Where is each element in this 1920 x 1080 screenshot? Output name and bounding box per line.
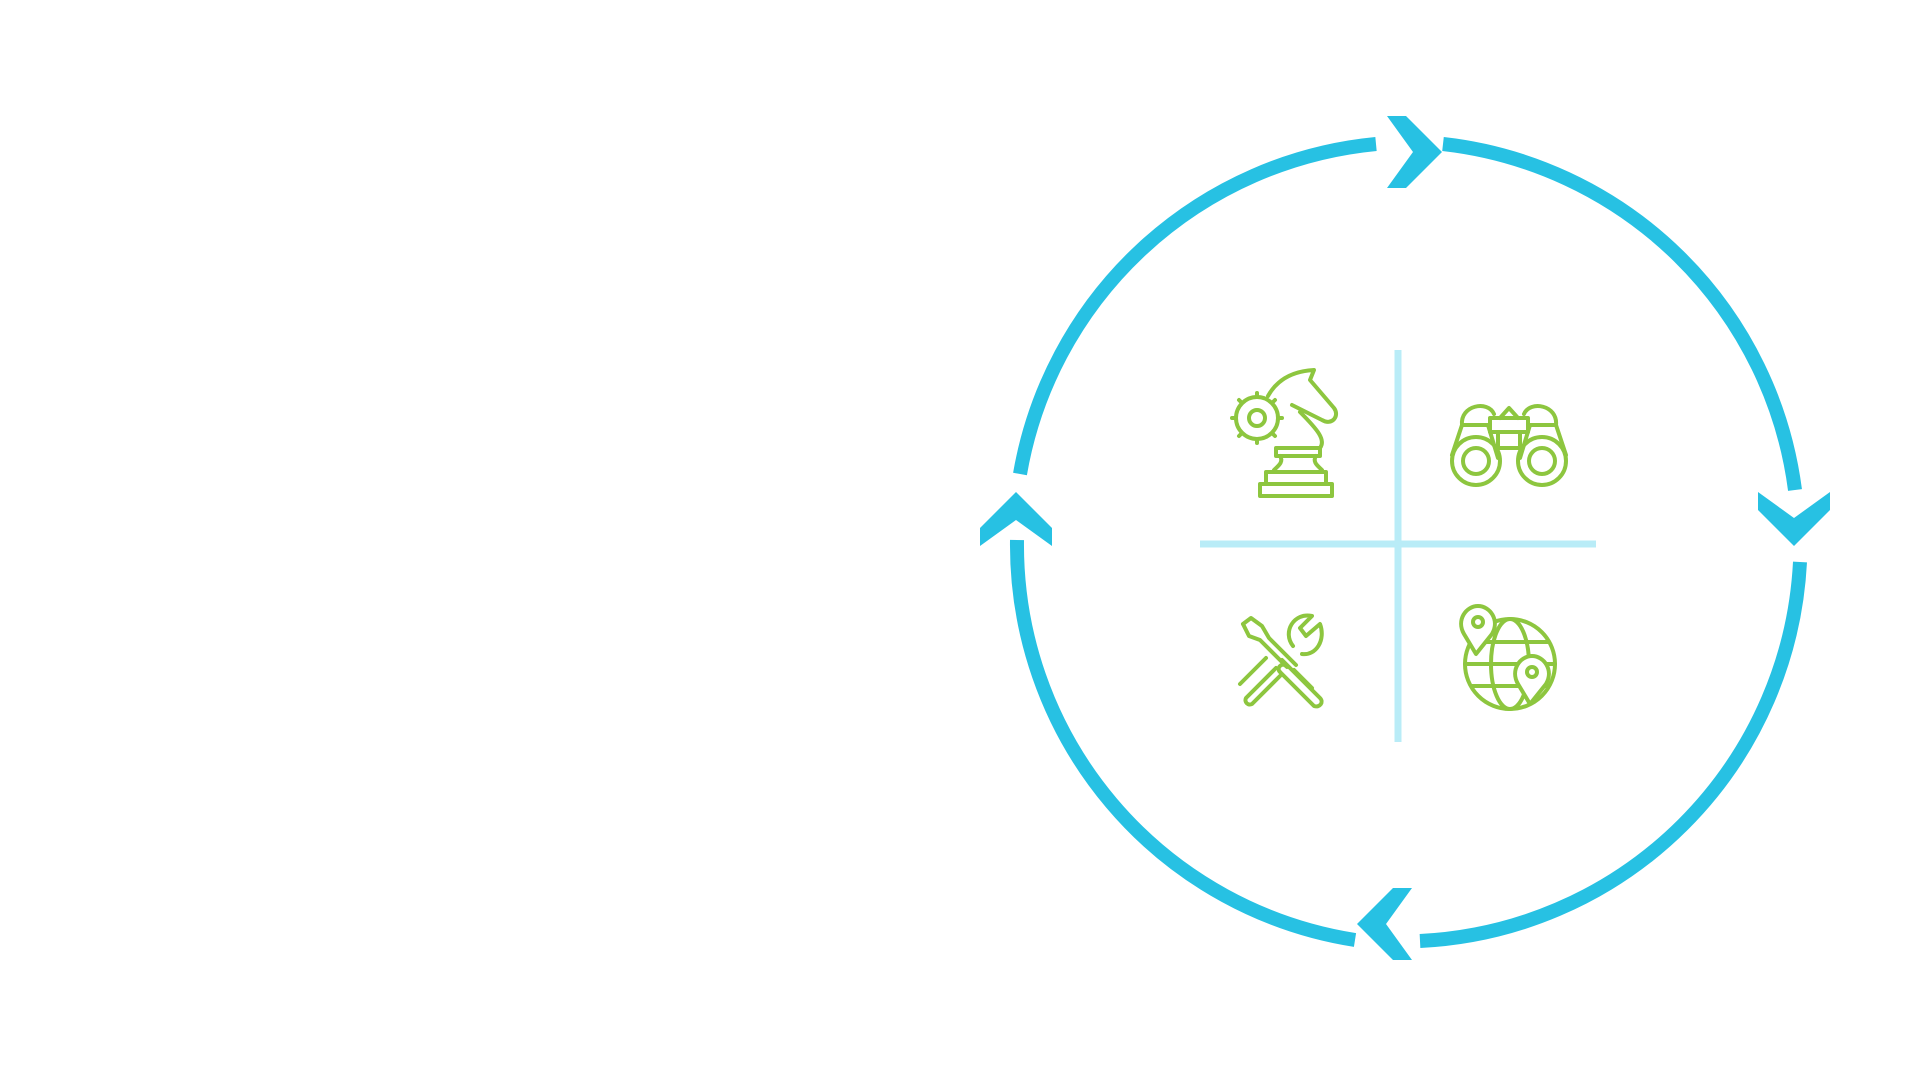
ring-arc-top-left <box>1013 137 1377 476</box>
screwdriver-wrench-icon <box>1238 613 1324 709</box>
ring-arc-top-right <box>1442 137 1802 491</box>
cycle-ring <box>1009 137 1807 948</box>
binoculars-icon <box>1450 404 1568 487</box>
arrow-right-icon <box>1387 116 1442 188</box>
arrow-left-icon <box>1357 888 1412 960</box>
cycle-arrows <box>980 116 1830 960</box>
arrow-down-icon <box>1758 492 1830 546</box>
quadrant-dividers <box>1200 350 1596 742</box>
chess-knight-gear-icon <box>1230 368 1339 498</box>
globe-location-pin-icon <box>1459 604 1557 711</box>
arrow-up-icon <box>980 492 1052 546</box>
ring-arc-bottom-left <box>1009 539 1357 947</box>
ring-arc-bottom-right <box>1419 561 1807 948</box>
